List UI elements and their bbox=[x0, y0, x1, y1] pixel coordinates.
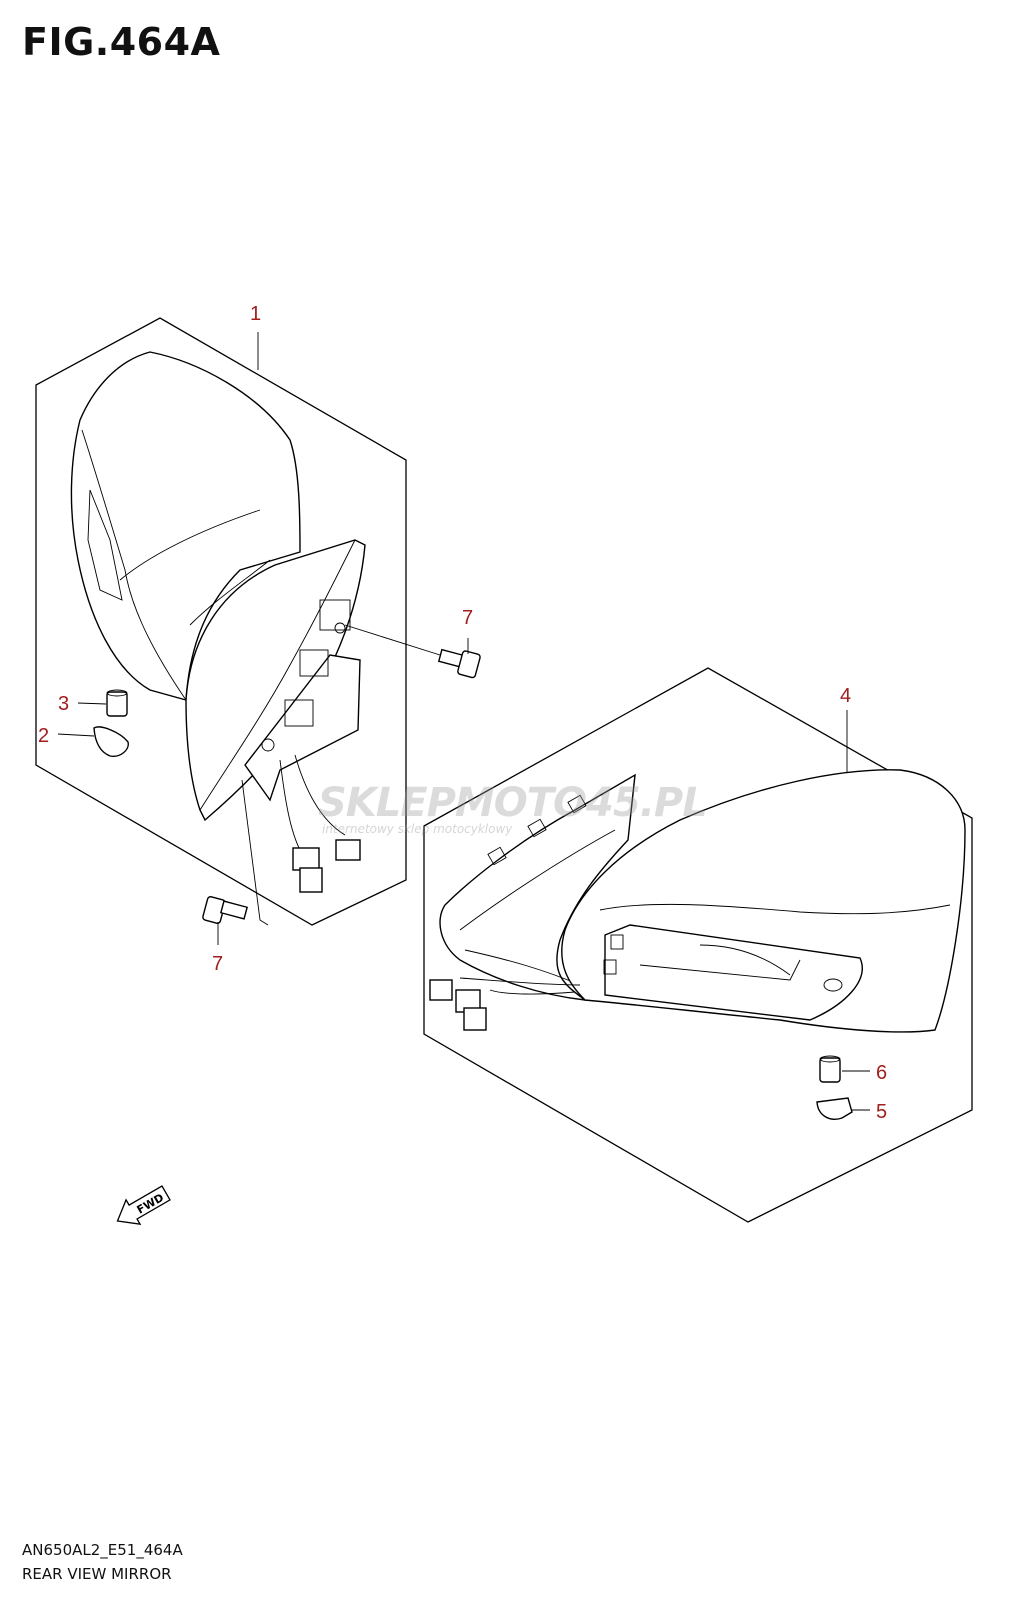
diagram-description: REAR VIEW MIRROR bbox=[22, 1565, 172, 1583]
right-assembly-boundary bbox=[423, 667, 973, 1223]
callout-5: 5 bbox=[876, 1101, 887, 1123]
callout-2: 2 bbox=[38, 725, 49, 747]
callout-7-lower: 7 bbox=[212, 953, 223, 975]
bolt-7-lower bbox=[202, 896, 249, 945]
callout-1: 1 bbox=[250, 303, 261, 325]
left-mirror-assembly bbox=[35, 317, 407, 926]
forward-direction-arrow: FWD bbox=[116, 1185, 171, 1225]
collar-3 bbox=[77, 689, 128, 717]
callout-3: 3 bbox=[58, 693, 69, 715]
left-assembly-boundary bbox=[35, 317, 407, 926]
callout-6: 6 bbox=[876, 1062, 887, 1084]
bolt-7-upper bbox=[344, 624, 481, 679]
callout-4: 4 bbox=[840, 685, 851, 707]
callout-7-upper: 7 bbox=[462, 607, 473, 629]
right-mirror-assembly bbox=[423, 667, 973, 1223]
collar-6 bbox=[819, 1055, 870, 1083]
clip-5 bbox=[816, 1097, 870, 1120]
clip-2 bbox=[57, 726, 129, 757]
footer: AN650AL2_E51_464A REAR VIEW MIRROR bbox=[22, 1538, 183, 1586]
figure-title: FIG.464A bbox=[22, 20, 221, 64]
model-code: AN650AL2_E51_464A bbox=[22, 1541, 183, 1559]
